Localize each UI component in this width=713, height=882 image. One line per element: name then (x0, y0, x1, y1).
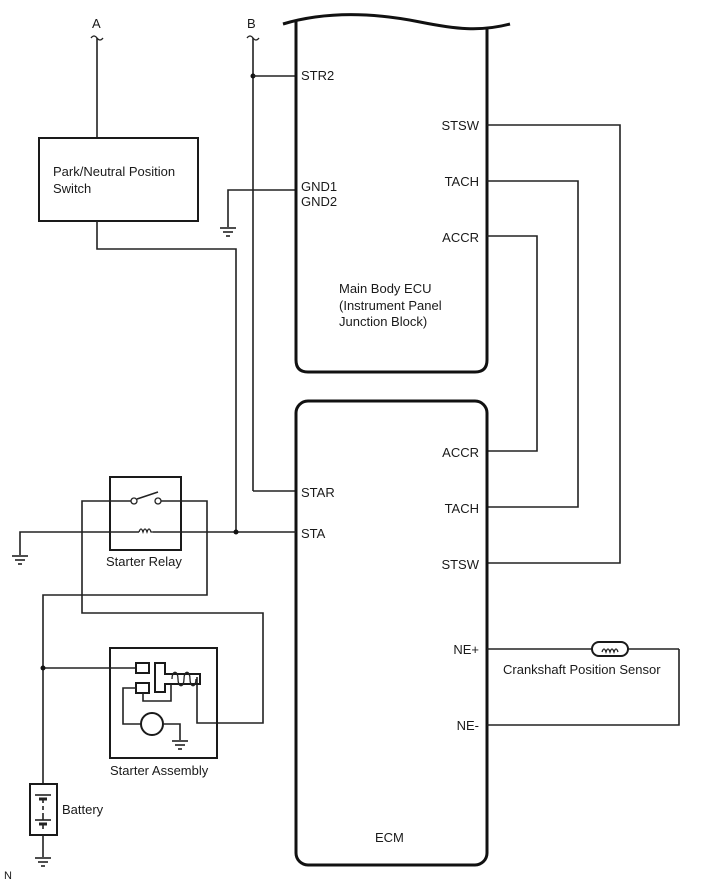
pin-sta: STA (301, 526, 326, 541)
ecm-label: ECM (375, 830, 404, 845)
starter-relay-box (109, 476, 182, 551)
pin-accr-upper: ACCR (442, 230, 479, 245)
starter-internal-wire (142, 684, 172, 702)
starter-internal-wire (122, 687, 141, 725)
relay-coil-icon (138, 528, 153, 535)
starter-terminal (135, 682, 150, 694)
starter-motor-icon (140, 712, 164, 736)
wire-stsw (487, 124, 621, 564)
pin-ne-minus: NE- (457, 718, 479, 733)
ground-icon (35, 857, 51, 867)
crankshaft-sensor-icon (591, 641, 629, 657)
wire-pnp-to-sta (96, 221, 237, 532)
wire-sta (19, 531, 296, 555)
park-neutral-switch-label: Park/Neutral Position Switch (53, 164, 179, 196)
relay-switch-icon (136, 491, 159, 500)
pin-ne-plus: NE+ (453, 642, 479, 657)
main-body-ecu-box (282, 13, 511, 374)
relay-contact (130, 497, 138, 505)
sensor-coil-icon (601, 648, 619, 655)
starter-solenoid-coil-icon (171, 671, 197, 687)
pin-stsw-lower: STSW (441, 557, 479, 572)
junction-dot (40, 665, 46, 671)
ground-icon (12, 555, 28, 565)
wire-relay-to-starter (81, 500, 264, 724)
battery-icon (35, 794, 51, 829)
main-body-ecu-label: Main Body ECU (Instrument Panel Junction… (339, 281, 445, 329)
starter-assembly-box (109, 647, 218, 759)
ground-icon (220, 227, 236, 237)
starter-terminal (135, 662, 150, 674)
wire-accr (487, 235, 538, 452)
battery-label: Battery (62, 802, 104, 817)
wire-gnd (227, 189, 296, 227)
relay-contact (154, 497, 162, 505)
wire-tach (487, 180, 579, 508)
pin-tach-lower: TACH (445, 501, 479, 516)
ground-icon (172, 740, 188, 750)
starter-plunger (154, 662, 201, 693)
pin-str2: STR2 (301, 68, 334, 83)
wire-ne-minus (487, 649, 680, 726)
pin-gnd1: GND1 (301, 179, 337, 194)
pin-tach-upper: TACH (445, 174, 479, 189)
junction-dot (233, 529, 239, 535)
park-neutral-switch-box (38, 137, 199, 222)
connector-a-label: A (92, 16, 101, 31)
starter-relay-label: Starter Relay (106, 554, 182, 569)
starter-assembly-label: Starter Assembly (110, 763, 209, 778)
pin-star: STAR (301, 485, 335, 500)
starter-internal-wire (163, 723, 181, 740)
pin-stsw-upper: STSW (441, 118, 479, 133)
corner-mark: N (4, 870, 12, 882)
connector-b-label: B (247, 16, 256, 31)
pin-gnd2: GND2 (301, 194, 337, 209)
ecm-box (294, 399, 489, 867)
pin-accr-lower: ACCR (442, 445, 479, 460)
crankshaft-sensor-label: Crankshaft Position Sensor (503, 662, 661, 677)
wire-relay-to-battery (42, 500, 208, 790)
